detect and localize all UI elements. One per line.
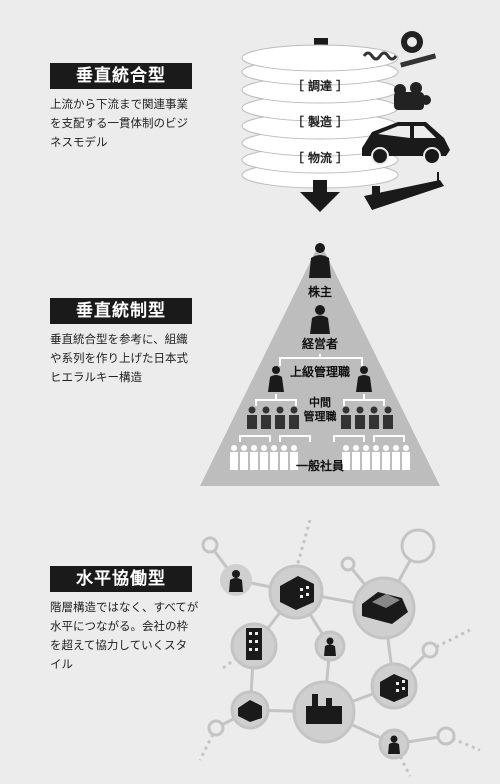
hierarchy-pyramid: 株主 経営者 上級管理職 [200, 242, 440, 486]
down-arrow-icon [300, 180, 340, 212]
layer-manufacturing: ［ 製造 ］ [292, 114, 348, 129]
level-shareholder: 株主 [308, 284, 332, 299]
section-title: 水平協働型 [50, 566, 192, 592]
network-diagram [198, 519, 481, 777]
section-vertical-integration: 垂直統合型 上流から下流まで関連事業 を支配する一貫体制のビジ ネスモデル ［ … [0, 0, 500, 230]
car-icon [362, 122, 450, 165]
section-horizontal-collaboration: 水平協働型 階層構造ではなく、すべてが 水平につながる。会社の枠 を超えて協力し… [0, 500, 500, 784]
tower-node-icon [230, 622, 278, 670]
level-general-employees: 一般社員 [296, 458, 344, 473]
integration-diagram: ［ 調達 ］ ［ 製造 ］ ［ 物流 ］ [241, 31, 450, 212]
factory-node-icon [352, 576, 416, 640]
connector-senior [279, 354, 363, 366]
section-description: 上流から下流まで関連事業 を支配する一貫体制のビジ ネスモデル [50, 97, 188, 149]
ship-icon [364, 172, 444, 210]
section-description: 垂直統合型を参考に、組織 や系列を作り上げた日本式 ヒエラルキー構造 [50, 332, 188, 384]
person-node-icon [378, 728, 410, 760]
section-description: 階層構造ではなく、すべてが 水平につながる。会社の枠 を超えて協力していくスタ … [50, 600, 199, 671]
connector-middle [255, 394, 385, 406]
plant-node-icon [292, 680, 356, 744]
pyramid-shape [200, 242, 440, 486]
shareholder-figure-icon [309, 243, 331, 278]
section-title: 垂直統合型 [50, 63, 192, 89]
parts-icon [362, 31, 437, 68]
engine-icon [394, 82, 431, 110]
layer-procurement: ［ 調達 ］ [292, 78, 348, 93]
middle-manager-figures [247, 406, 393, 429]
disc-stack [241, 44, 399, 189]
building-node-icon [370, 662, 418, 710]
section-vertical-control: 垂直統制型 垂直統合型を参考に、組織 や系列を作り上げた日本式 ヒエラルキー構造… [0, 230, 500, 500]
level-middle-management-1: 中間 [309, 395, 331, 409]
employee-figures [230, 445, 410, 470]
executive-figure-icon [310, 305, 330, 334]
person-node-icon [314, 630, 346, 662]
office-building-node-icon [268, 564, 324, 620]
level-middle-management-2: 管理職 [304, 409, 337, 423]
senior-manager-figures [268, 366, 372, 392]
layer-logistics: ［ 物流 ］ [292, 150, 348, 165]
connector-employees [239, 435, 405, 442]
person-node-icon [220, 564, 252, 596]
section-title: 垂直統制型 [50, 298, 192, 324]
level-senior-management: 上級管理職 [290, 364, 350, 379]
level-executive: 経営者 [302, 336, 338, 351]
small-nodes [201, 528, 456, 746]
house-node-icon [230, 690, 270, 730]
